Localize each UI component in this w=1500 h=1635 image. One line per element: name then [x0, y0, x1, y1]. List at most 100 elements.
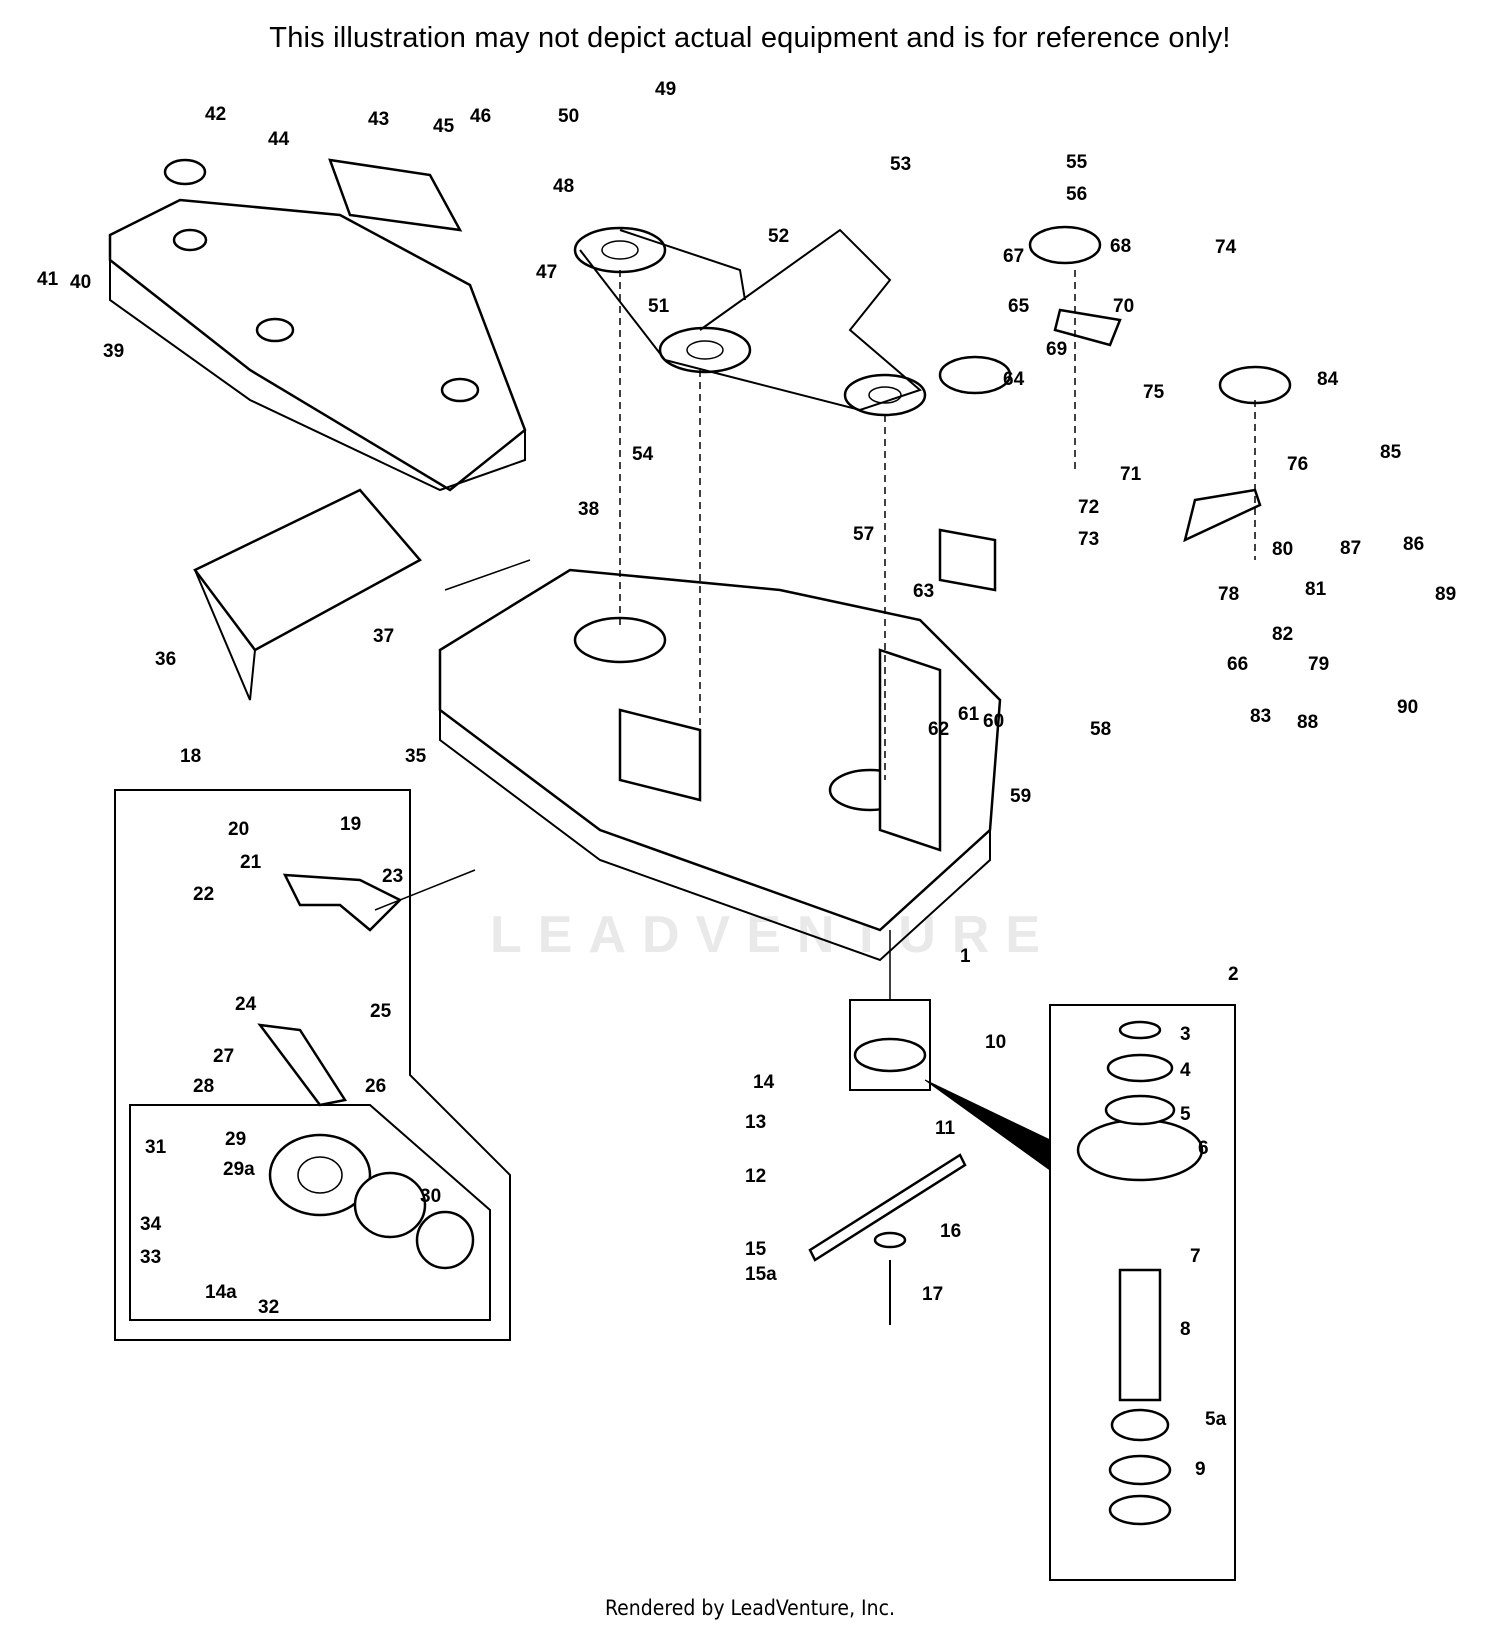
callout-70: 70 [1113, 296, 1134, 317]
leader-lines [374, 270, 1256, 1000]
deck-housing-shape [438, 568, 1002, 962]
spindle-assembly-frame [924, 1004, 1236, 1581]
callout-3: 3 [1180, 1024, 1191, 1045]
callout-89: 89 [1435, 584, 1456, 605]
callout-51: 51 [648, 296, 670, 317]
callout-69: 69 [1046, 339, 1067, 360]
callout-16: 16 [940, 1221, 961, 1242]
callout-54: 54 [632, 444, 654, 465]
callout-6: 6 [1198, 1138, 1209, 1159]
caster-wheel-assembly-frame [114, 789, 511, 1341]
callout-49: 49 [655, 79, 676, 100]
callout-62: 62 [928, 719, 949, 740]
callout-53: 53 [890, 154, 911, 175]
watermark: LEADVENTURE [490, 906, 1057, 964]
callout-labels: 1 2 3 4 5 5a 6 7 8 9 10 11 12 13 14 14a … [37, 79, 1456, 1480]
callout-25: 25 [370, 1001, 392, 1022]
callout-22: 22 [193, 884, 214, 905]
callout-10: 10 [985, 1032, 1006, 1053]
callout-64: 64 [1003, 369, 1025, 390]
callout-7: 7 [1190, 1246, 1201, 1267]
front-shield-shape [193, 488, 422, 701]
callout-75: 75 [1143, 382, 1165, 403]
callout-44: 44 [268, 129, 290, 150]
callout-23: 23 [382, 866, 403, 887]
callout-40: 40 [70, 272, 91, 293]
callout-61: 61 [958, 704, 980, 725]
callout-21: 21 [240, 852, 262, 873]
callout-37: 37 [373, 626, 394, 647]
belt-drive-shape [573, 225, 1292, 592]
callout-36: 36 [155, 649, 176, 670]
callout-80: 80 [1272, 539, 1293, 560]
callout-14a: 14a [205, 1282, 237, 1303]
callout-15: 15 [745, 1239, 767, 1260]
callout-29: 29 [225, 1129, 246, 1150]
callout-28: 28 [193, 1076, 214, 1097]
disclaimer-header: This illustration may not depict actual … [269, 22, 1231, 54]
callout-65: 65 [1008, 296, 1030, 317]
callout-90: 90 [1397, 697, 1418, 718]
callout-58: 58 [1090, 719, 1111, 740]
callout-78: 78 [1218, 584, 1239, 605]
callout-88: 88 [1297, 712, 1318, 733]
credit-footer: Rendered by LeadVenture, Inc. [605, 1596, 895, 1620]
blade-spindle-shape [808, 999, 967, 1325]
callout-67: 67 [1003, 246, 1024, 267]
callout-57: 57 [853, 524, 874, 545]
callout-68: 68 [1110, 236, 1131, 257]
callout-60: 60 [983, 711, 1004, 732]
callout-56: 56 [1066, 184, 1087, 205]
deck-cover-shape [108, 158, 527, 492]
callout-12: 12 [745, 1166, 766, 1187]
callout-79: 79 [1308, 654, 1329, 675]
callout-83: 83 [1250, 706, 1271, 727]
callout-34: 34 [140, 1214, 162, 1235]
callout-59: 59 [1010, 786, 1031, 807]
callout-15a: 15a [745, 1264, 777, 1285]
callout-48: 48 [553, 176, 574, 197]
callout-43: 43 [368, 109, 389, 130]
callout-46: 46 [470, 106, 491, 127]
callout-38: 38 [578, 499, 599, 520]
callout-1: 1 [960, 946, 971, 967]
callout-20: 20 [228, 819, 249, 840]
callout-72: 72 [1078, 497, 1099, 518]
callout-27: 27 [213, 1046, 234, 1067]
callout-85: 85 [1380, 442, 1402, 463]
callout-17: 17 [922, 1284, 943, 1305]
callout-5a: 5a [1205, 1409, 1227, 1430]
callout-82: 82 [1272, 624, 1293, 645]
callout-45: 45 [433, 116, 455, 137]
callout-86: 86 [1403, 534, 1424, 555]
callout-50: 50 [558, 106, 579, 127]
callout-13: 13 [745, 1112, 766, 1133]
callout-47: 47 [536, 262, 557, 283]
callout-76: 76 [1287, 454, 1308, 475]
callout-39: 39 [103, 341, 124, 362]
callout-33: 33 [140, 1247, 161, 1268]
callout-5: 5 [1180, 1104, 1191, 1125]
callout-81: 81 [1305, 579, 1327, 600]
callout-35: 35 [405, 746, 427, 767]
callout-41: 41 [37, 269, 59, 290]
callout-30: 30 [420, 1186, 441, 1207]
callout-71: 71 [1120, 464, 1142, 485]
callout-74: 74 [1215, 237, 1237, 258]
callout-87: 87 [1340, 538, 1361, 559]
callout-2: 2 [1228, 964, 1239, 985]
callout-52: 52 [768, 226, 789, 247]
callout-4: 4 [1180, 1060, 1191, 1081]
callout-31: 31 [145, 1137, 167, 1158]
callout-24: 24 [235, 994, 257, 1015]
callout-73: 73 [1078, 529, 1099, 550]
callout-29a: 29a [223, 1159, 255, 1180]
callout-63: 63 [913, 581, 934, 602]
callout-32: 32 [258, 1297, 279, 1318]
callout-18: 18 [180, 746, 201, 767]
callout-19: 19 [340, 814, 361, 835]
callout-14: 14 [753, 1072, 775, 1093]
callout-66: 66 [1227, 654, 1248, 675]
callout-11: 11 [935, 1118, 956, 1139]
